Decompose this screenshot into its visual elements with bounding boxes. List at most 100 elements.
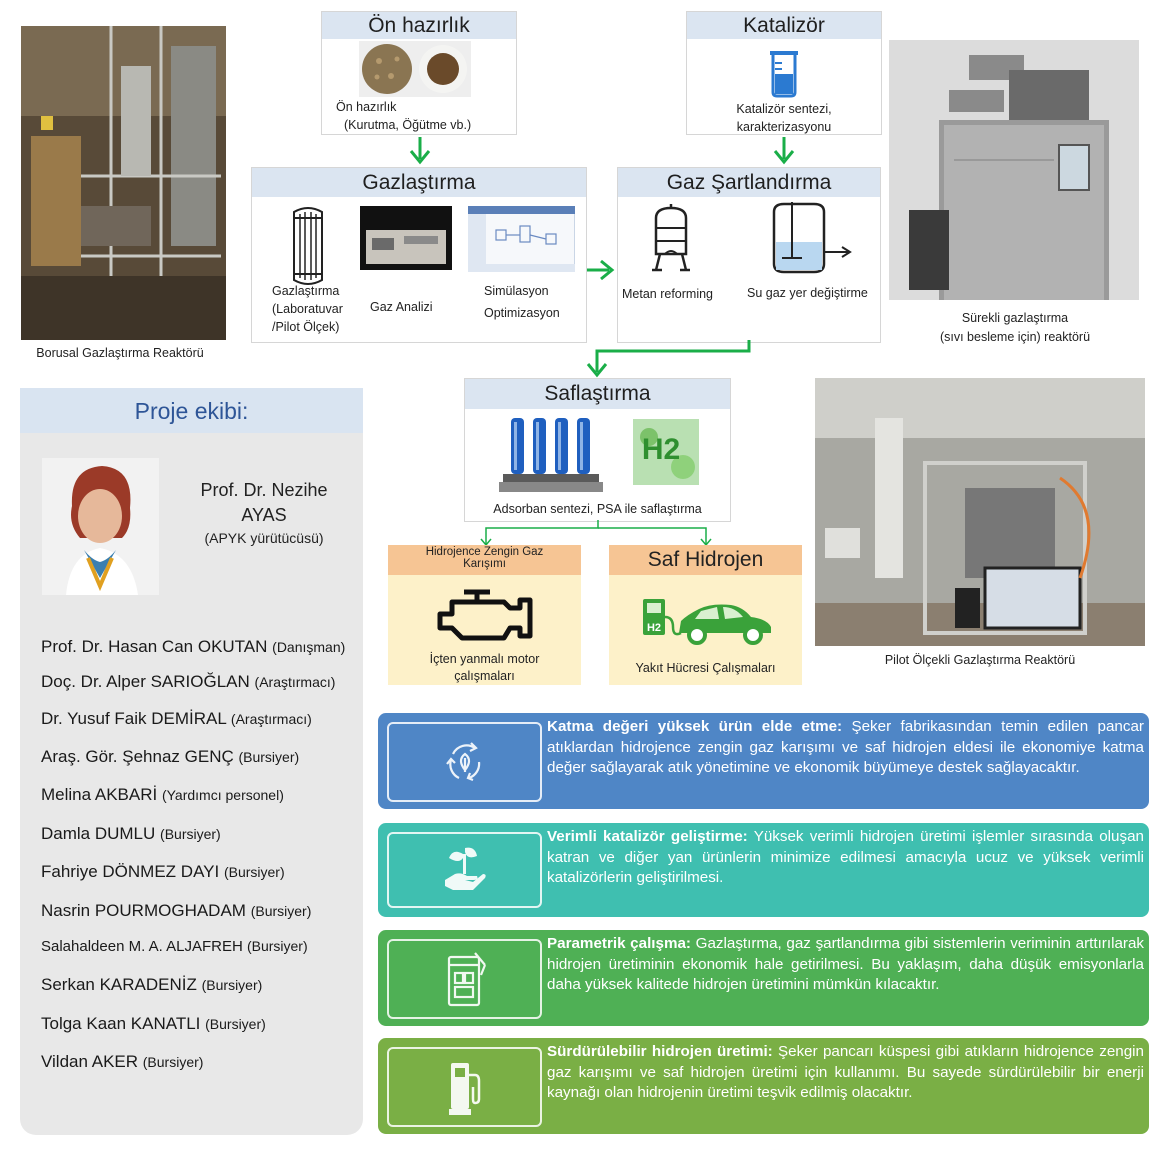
goal-card-title: Parametrik çalışma:	[547, 935, 691, 952]
water-gas-shift-icon	[772, 202, 852, 274]
rich-gas-caption-2: çalışmaları	[454, 669, 515, 683]
team-member: Salahaldeen M. A. ALJAFREH (Bursiyer)	[41, 938, 308, 955]
catalyst-box: Katalizör Katalizör sentezi, karakteriza…	[686, 11, 882, 135]
goal-card-sustainable: Sürdürülebilir hidrojen üretimi: Şeker p…	[378, 1038, 1149, 1134]
goal-card-value-added: Katma değeri yüksek ürün elde etme: Şeke…	[378, 713, 1149, 809]
member-name: Araş. Gör. Şehnaz GENÇ	[41, 747, 234, 766]
team-panel: Proje ekibi: Prof. Dr. Nezihe AYAS (APYK…	[20, 388, 363, 1135]
team-member: Vildan AKER (Bursiyer)	[41, 1052, 203, 1072]
member-name: Vildan AKER	[41, 1052, 139, 1071]
pretreatment-caption-2: (Kurutma, Öğütme vb.)	[344, 118, 472, 132]
member-role: (Bursiyer)	[246, 938, 308, 954]
continuous-reactor-caption-1: Sürekli gazlaştırma	[961, 311, 1069, 325]
team-member: Araş. Gör. Şehnaz GENÇ (Bursiyer)	[41, 747, 299, 767]
member-role: (Araştırmacı)	[254, 674, 336, 690]
pilot-reactor-photo	[815, 378, 1145, 646]
goal-card-body: Şeker fabrikasından temin edilen pancar …	[547, 718, 1144, 776]
goal-card-catalyst: Verimli katalizör geliştirme: Yüksek ver…	[378, 823, 1149, 917]
catalyst-caption-2: karakterizasyonu	[736, 120, 832, 134]
member-role: (Yardımcı personel)	[161, 787, 284, 803]
optimization-label: Optimizasyon	[484, 306, 560, 320]
rich-gas-box: Hidrojence Zengin Gaz Karışımı İçten yan…	[388, 545, 581, 685]
blueprint-icon	[447, 952, 487, 1007]
pilot-reactor-caption: Pilot Ölçekli Gazlaştırma Reaktörü	[884, 653, 1076, 667]
member-name: Doç. Dr. Alper SARIOĞLAN	[41, 672, 250, 691]
purification-box: Saflaştırma H2 Adsorban sentezi, PSA ile…	[464, 378, 731, 522]
team-member: Nasrin POURMOGHADAM (Bursiyer)	[41, 901, 311, 921]
continuous-reactor-caption-2: (sıvı besleme için) reaktörü	[939, 330, 1091, 344]
catalyst-title: Katalizör	[687, 12, 881, 39]
pretreatment-image	[359, 41, 471, 97]
goal-card-body: Yüksek verimli hidrojen üretimi işlemler…	[547, 828, 1144, 886]
fuel-pump-icon	[449, 1063, 481, 1115]
team-member: Melina AKBARİ (Yardımcı personel)	[41, 785, 284, 805]
engine-icon	[437, 589, 533, 641]
member-role: (Bursiyer)	[160, 826, 221, 842]
tubular-reactor-photo	[21, 26, 226, 340]
member-role: (Bursiyer)	[238, 749, 300, 765]
arrow-gasification-to-conditioning	[587, 259, 615, 281]
goal-card-text: Sürdürülebilir hidrojen üretimi: Şeker p…	[547, 1042, 1144, 1104]
h2-pump-label: H2	[647, 622, 661, 634]
goal-card-text: Verimli katalizör geliştirme: Yüksek ver…	[547, 827, 1144, 889]
team-member: Doç. Dr. Alper SARIOĞLAN (Araştırmacı)	[41, 672, 335, 692]
team-member: Prof. Dr. Hasan Can OKUTAN (Danışman)	[41, 637, 345, 657]
continuous-reactor-photo	[889, 40, 1139, 300]
pure-hydrogen-box: Saf Hidrojen H2 Yakıt Hücresi Çalışmalar…	[609, 545, 802, 685]
arrow-purification-split	[480, 520, 712, 547]
member-name: Fahriye DÖNMEZ DAYI	[41, 862, 220, 881]
member-name: Dr. Yusuf Faik DEMİRAL	[41, 709, 227, 728]
member-name: Serkan KARADENİZ	[41, 975, 197, 994]
hydrogen-car-icon: H2	[643, 599, 771, 645]
recycle-leaf-icon	[446, 742, 481, 782]
gasification-title: Gazlaştırma	[252, 168, 586, 197]
member-name: Melina AKBARİ	[41, 785, 158, 804]
gas-analysis-label: Gaz Analizi	[370, 300, 433, 314]
hand-plant-icon	[445, 847, 486, 890]
team-member: Tolga Kaan KANATLI (Bursiyer)	[41, 1014, 266, 1034]
member-name: Prof. Dr. Hasan Can OKUTAN	[41, 637, 268, 656]
member-name: Damla DUMLU	[41, 824, 156, 843]
gasification-item1-l3: /Pilot Ölçek)	[272, 320, 340, 334]
goal-card-title: Katma değeri yüksek ürün elde etme:	[547, 718, 843, 735]
goal-card-text: Parametrik çalışma: Gazlaştırma, gaz şar…	[547, 934, 1144, 996]
gas-analyzer-image	[360, 206, 452, 270]
gasification-box: Gazlaştırma Gazlaştırma (Laboratuvar /Pi…	[251, 167, 587, 343]
goal-card-title: Sürdürülebilir hidrojen üretimi:	[547, 1043, 773, 1060]
member-role: (Bursiyer)	[142, 1054, 204, 1070]
catalyst-caption-1: Katalizör sentezi,	[736, 102, 832, 116]
rich-gas-title-2: Karışımı	[463, 558, 506, 570]
member-name: Salahaldeen M. A. ALJAFREH	[41, 938, 243, 955]
rich-gas-caption-1: İçten yanmalı motor	[429, 652, 540, 666]
member-name: Tolga Kaan KANATLI	[41, 1014, 201, 1033]
water-gas-shift-label: Su gaz yer değiştirme	[747, 286, 868, 300]
goal-card-body: Gazlaştırma, gaz şartlandırma gibi siste…	[547, 935, 1144, 993]
arrow-catalyst-to-conditioning	[773, 137, 795, 165]
team-member: Serkan KARADENİZ (Bursiyer)	[41, 975, 262, 995]
member-role: (Araştırmacı)	[230, 711, 312, 727]
arrow-conditioning-to-purification	[586, 340, 751, 378]
team-member: Damla DUMLU (Bursiyer)	[41, 824, 221, 844]
member-name: Nasrin POURMOGHADAM	[41, 901, 246, 920]
purification-caption: Adsorban sentezi, PSA ile saflaştırma	[493, 502, 702, 516]
methane-reforming-label: Metan reforming	[622, 287, 714, 301]
tubular-reactor-icon	[293, 207, 323, 285]
goal-card-icon-box	[387, 1047, 542, 1127]
simulation-label: Simülasyon	[484, 284, 549, 298]
simulation-screenshot	[468, 206, 575, 272]
team-member: Dr. Yusuf Faik DEMİRAL (Araştırmacı)	[41, 709, 312, 729]
goal-card-icon-box	[387, 832, 542, 908]
member-role: (Bursiyer)	[201, 977, 263, 993]
goal-card-title: Verimli katalizör geliştirme:	[547, 828, 748, 845]
rich-gas-title-1: Hidrojence Zengin Gaz	[425, 546, 544, 558]
conditioning-box: Gaz Şartlandırma Metan reforming Su gaz …	[617, 167, 881, 343]
goal-card-text: Katma değeri yüksek ürün elde etme: Şeke…	[547, 717, 1144, 779]
goal-card-icon-box	[387, 722, 542, 802]
member-role: (Danışman)	[272, 639, 346, 655]
member-role: (Bursiyer)	[223, 864, 285, 880]
member-role: (Bursiyer)	[205, 1016, 266, 1032]
methane-reformer-icon	[652, 204, 690, 272]
rich-gas-header: Hidrojence Zengin Gaz Karışımı	[388, 545, 581, 575]
pure-hydrogen-title: Saf Hidrojen	[609, 545, 802, 575]
team-member: Fahriye DÖNMEZ DAYI (Bursiyer)	[41, 862, 285, 882]
